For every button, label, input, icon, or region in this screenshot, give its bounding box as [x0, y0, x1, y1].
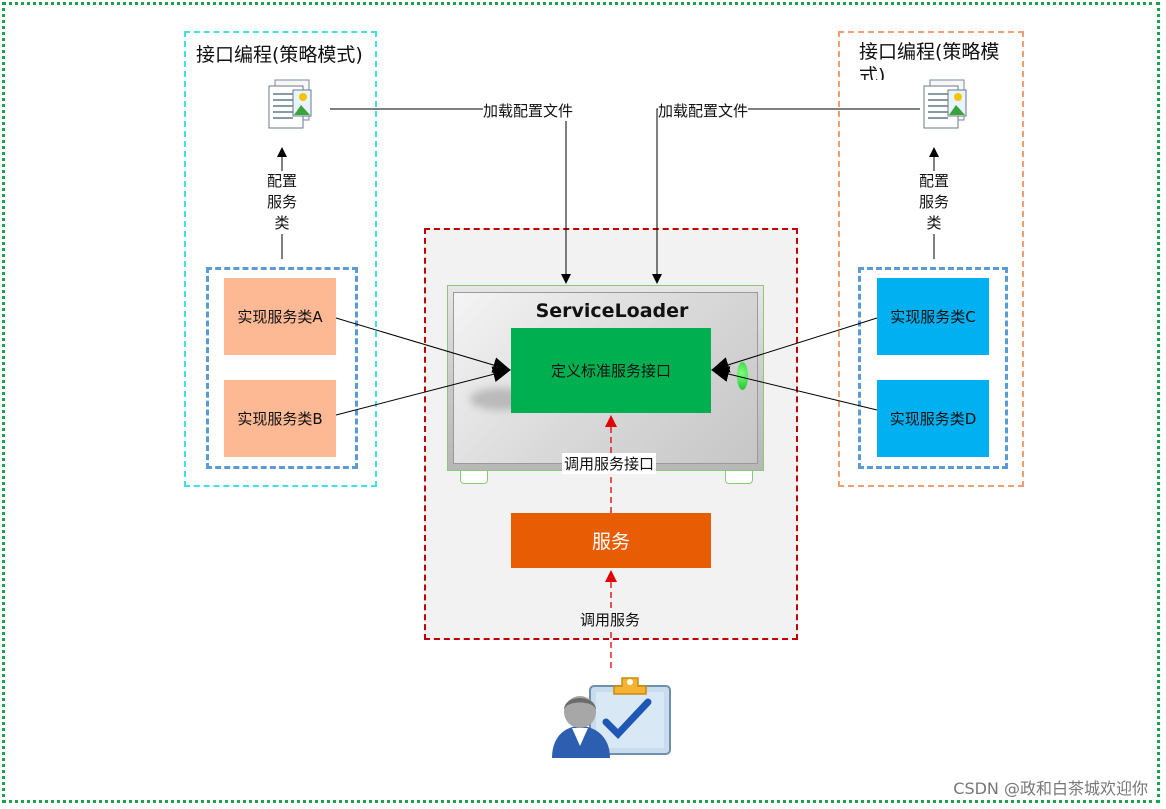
- standard-interface-box: 定义标准服务接口: [511, 328, 711, 413]
- service-box: 服务: [511, 513, 711, 568]
- impl-b-arrow: [335, 366, 511, 416]
- impl-class-a: 实现服务类A: [224, 278, 336, 355]
- document-icon: [923, 79, 967, 129]
- load-config-left-label: 加载配置文件: [483, 100, 574, 121]
- document-icon: [268, 79, 312, 129]
- load-config-right-line: [652, 108, 920, 284]
- config-label-right: 配置 服务 类: [916, 171, 952, 234]
- watermark: CSDN @政和白茶城欢迎你: [953, 779, 1148, 798]
- call-interface-label: 调用服务接口: [562, 453, 657, 474]
- box-foot-left: [460, 471, 488, 484]
- impl-class-d: 实现服务类D: [877, 380, 989, 457]
- load-config-right-label: 加载配置文件: [658, 100, 749, 121]
- impl-d-arrow: [711, 366, 878, 411]
- left-impl-frame: [206, 267, 358, 469]
- impl-c-arrow: [711, 317, 878, 373]
- config-label-left: 配置 服务 类: [264, 171, 300, 234]
- service-loader-title: ServiceLoader: [535, 300, 689, 322]
- impl-class-c: 实现服务类C: [877, 278, 989, 355]
- impl-a-arrow: [335, 317, 511, 373]
- user-checklist-icon: [552, 677, 671, 758]
- right-group-title: 接口编程(策略模式): [859, 41, 1000, 80]
- call-service-label: 调用服务: [580, 609, 641, 630]
- status-light: [737, 362, 748, 390]
- left-group-frame: [184, 31, 377, 487]
- impl-class-b: 实现服务类B: [224, 380, 336, 457]
- right-impl-frame: [858, 267, 1008, 469]
- load-config-left-line: [330, 108, 571, 284]
- left-group-title: 接口编程(策略模式): [196, 44, 363, 66]
- box-foot-right: [725, 471, 753, 484]
- right-group-frame: [838, 31, 1024, 487]
